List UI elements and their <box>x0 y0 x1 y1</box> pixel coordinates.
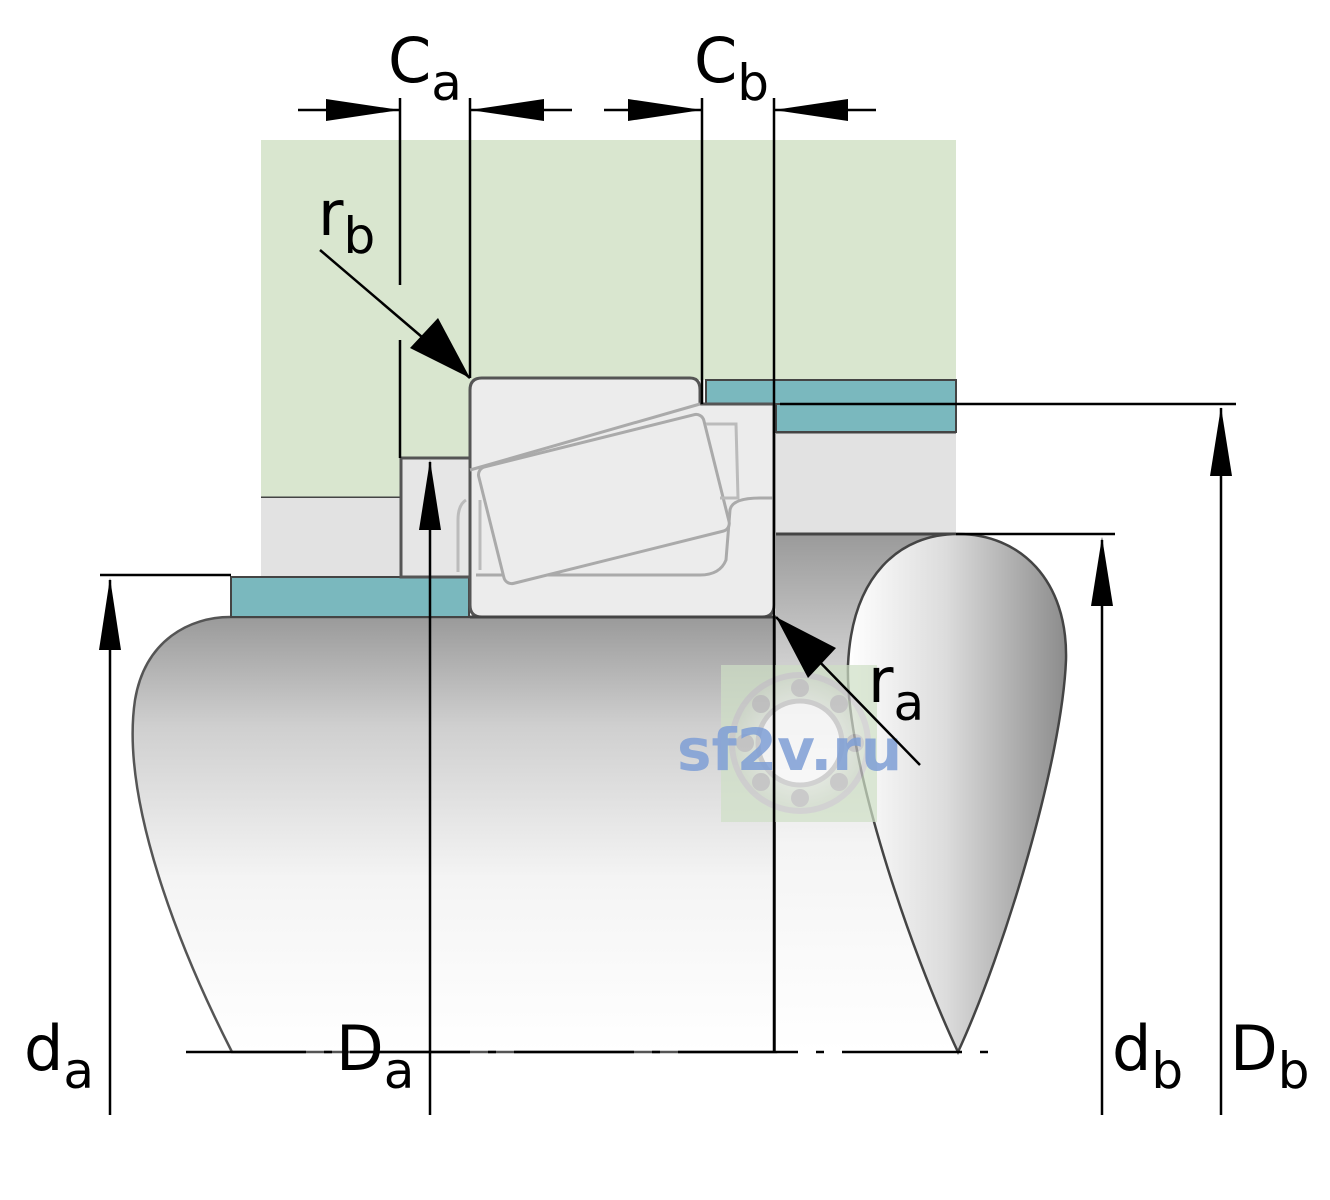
label-Db: Db <box>1230 1012 1310 1100</box>
bearing-inner-ring <box>469 402 774 577</box>
watermark-text: sf2v.ru <box>677 716 902 784</box>
label-ca: Ca <box>388 24 462 112</box>
label-cb: Cb <box>694 24 769 112</box>
spacer-ring-right-upper <box>705 379 957 405</box>
shaft-shoulder-left <box>261 498 401 576</box>
label-da: da <box>24 1012 94 1100</box>
label-db: db <box>1112 1012 1183 1100</box>
label-ra: ra <box>868 644 924 732</box>
label-Da: Da <box>336 1012 414 1100</box>
shaft-shoulder-right <box>776 432 956 534</box>
shaft-body <box>131 615 778 1054</box>
tapered-roller <box>477 412 731 586</box>
arrowheads <box>99 99 1232 678</box>
housing-block <box>261 140 956 380</box>
label-rb: rb <box>318 177 375 265</box>
watermark-logo <box>721 665 877 822</box>
spacer-ring-right-lower <box>775 403 957 433</box>
roller-cage <box>456 422 740 572</box>
spacer-ring-left <box>230 576 470 618</box>
